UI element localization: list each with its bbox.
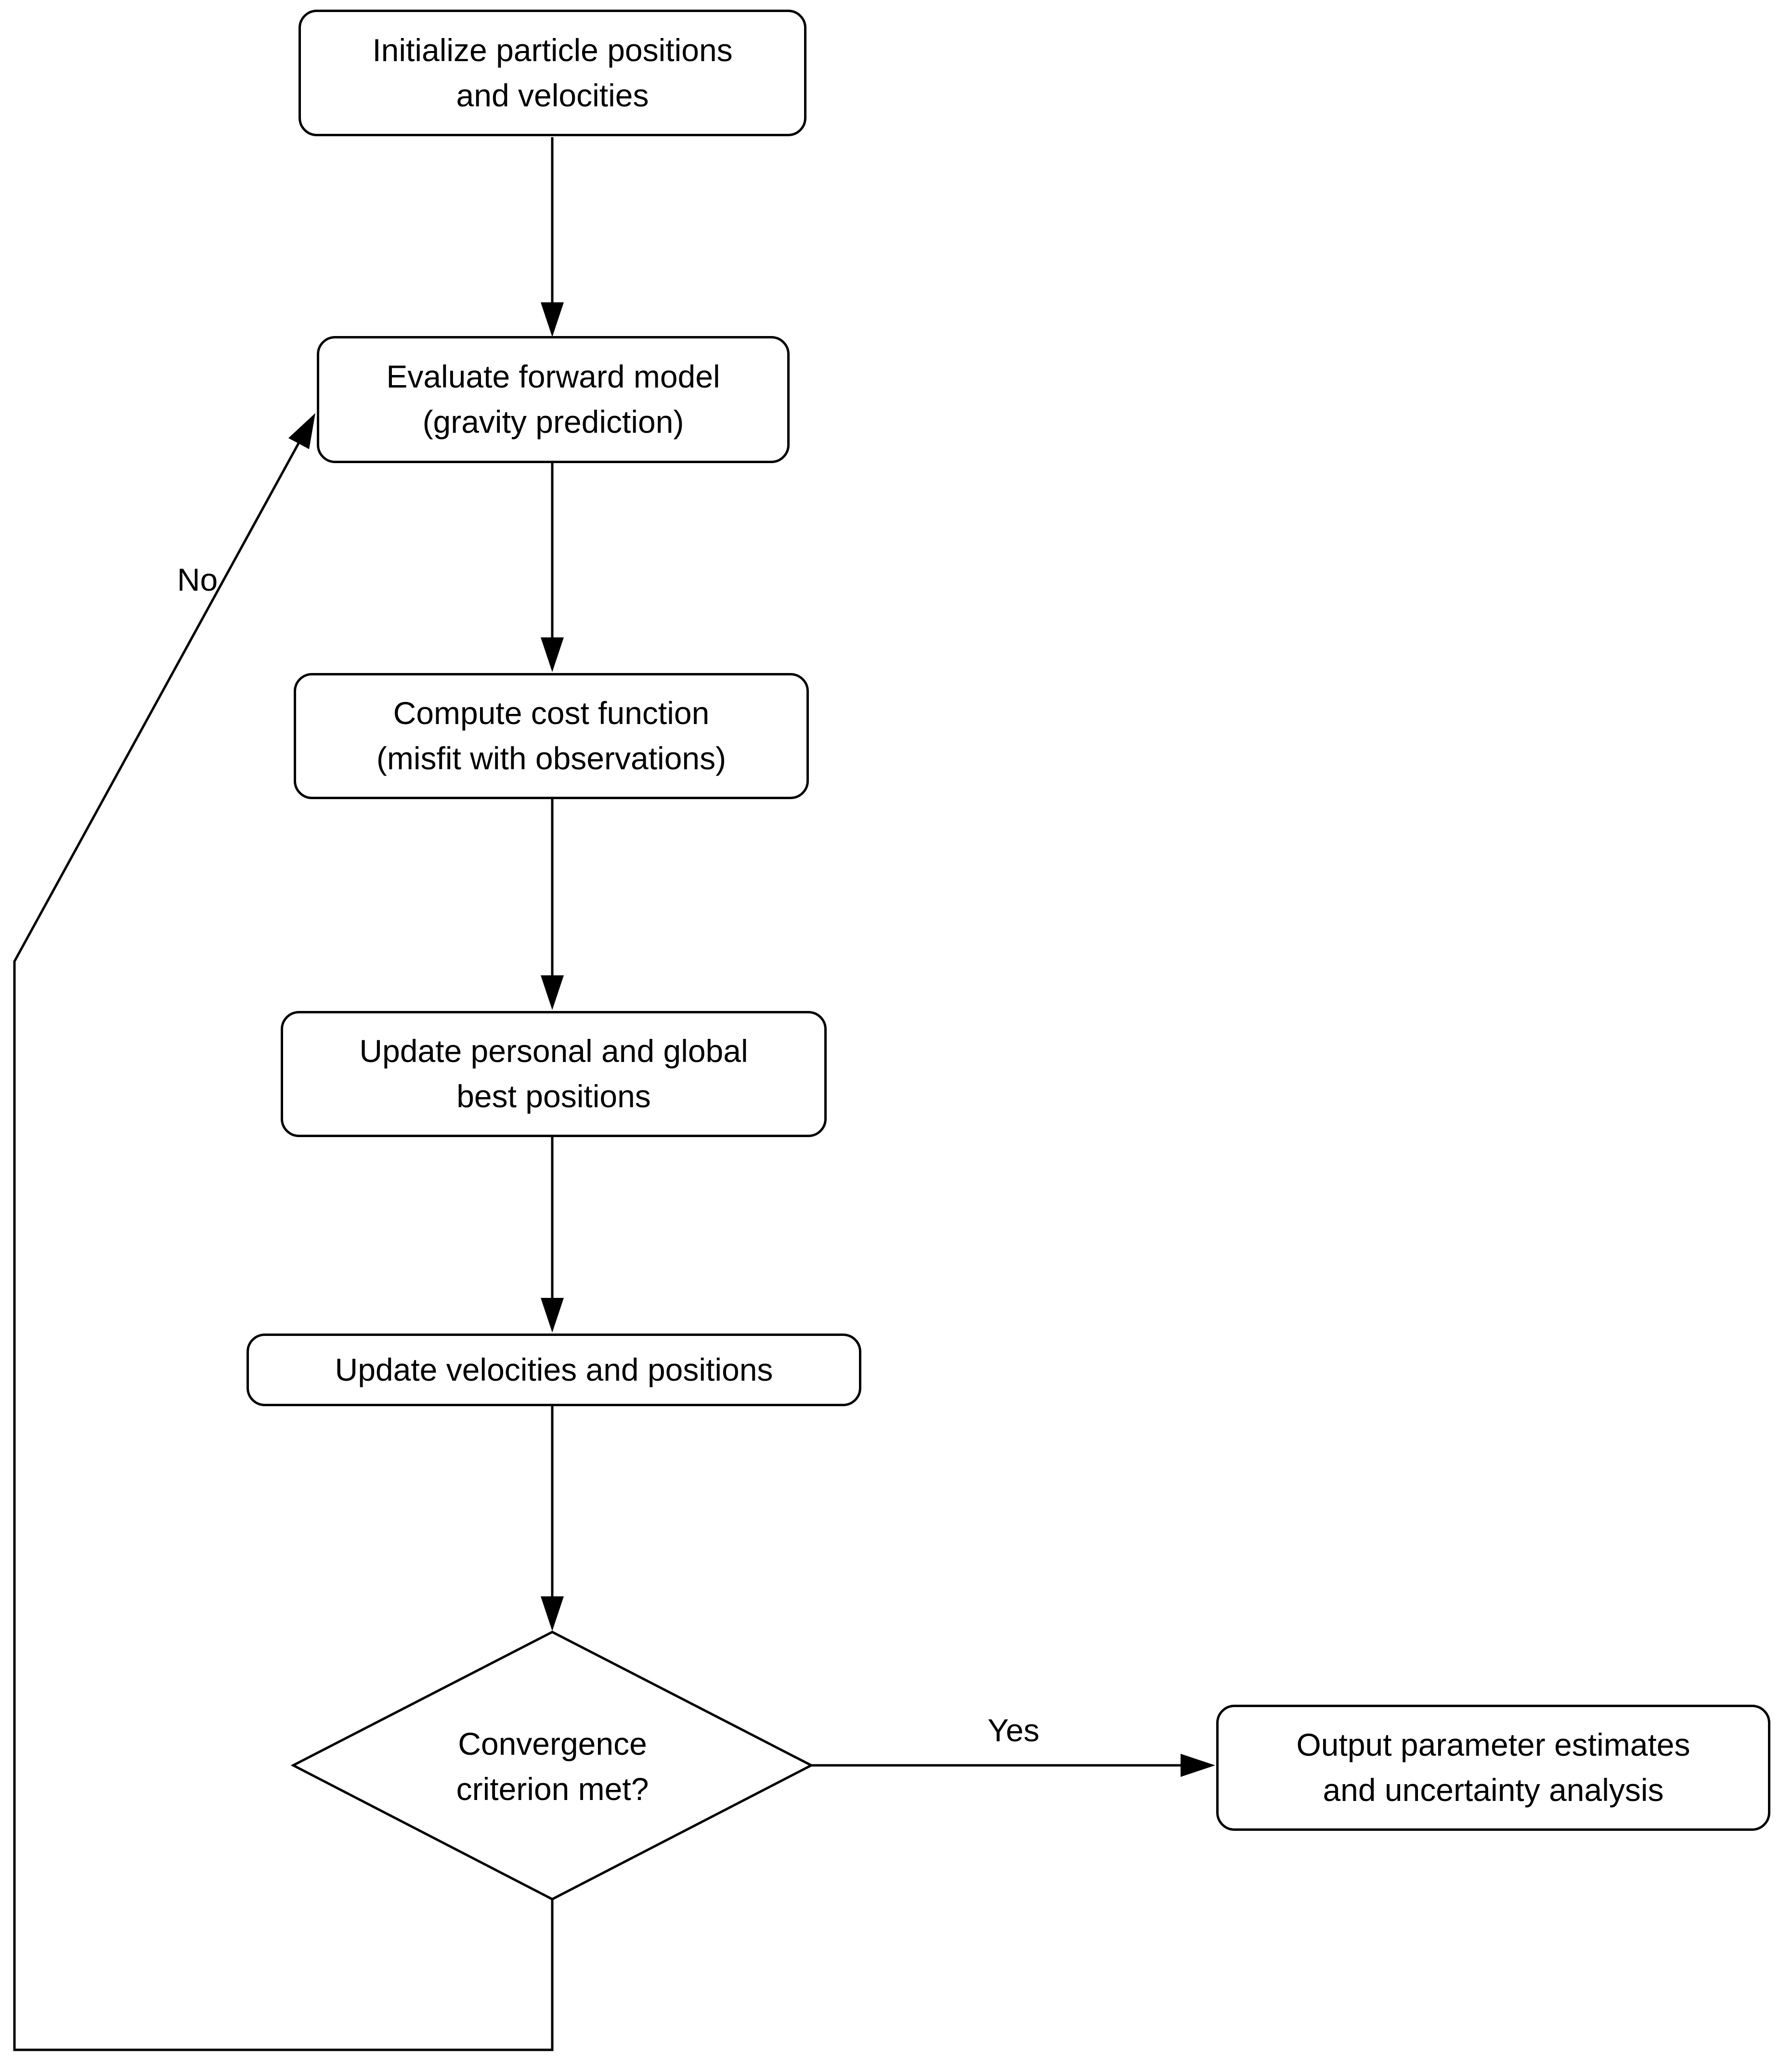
edge-label-yes: Yes xyxy=(987,1712,1039,1748)
arrow-no-loop-head xyxy=(288,413,315,449)
node-update-velocities-positions: Update velocities and positions xyxy=(247,1334,861,1406)
decision-convergence-label: Convergence criterion met? xyxy=(456,1726,649,1807)
arrow-updatebest-to-updatevel-head xyxy=(541,1298,564,1333)
node-output-results: Output parameter estimates and uncertain… xyxy=(1216,1705,1770,1831)
node-initialize-particles: Initialize particle positions and veloci… xyxy=(299,10,806,136)
node-evaluate-forward-model: Evaluate forward model (gravity predicti… xyxy=(317,336,790,463)
arrow-yes-head xyxy=(1181,1754,1215,1777)
arrow-evaluate-to-cost-head xyxy=(541,637,564,672)
node-update-best-positions: Update personal and global best position… xyxy=(281,1011,827,1137)
arrow-no-loop-line xyxy=(13,442,554,2051)
arrow-cost-to-updatebest-head xyxy=(541,975,564,1010)
edge-label-no: No xyxy=(177,562,218,598)
arrow-init-to-evaluate-head xyxy=(541,302,564,337)
node-compute-cost-function: Compute cost function (misfit with obser… xyxy=(294,673,809,799)
arrow-updatevel-to-decision-head xyxy=(541,1596,564,1631)
